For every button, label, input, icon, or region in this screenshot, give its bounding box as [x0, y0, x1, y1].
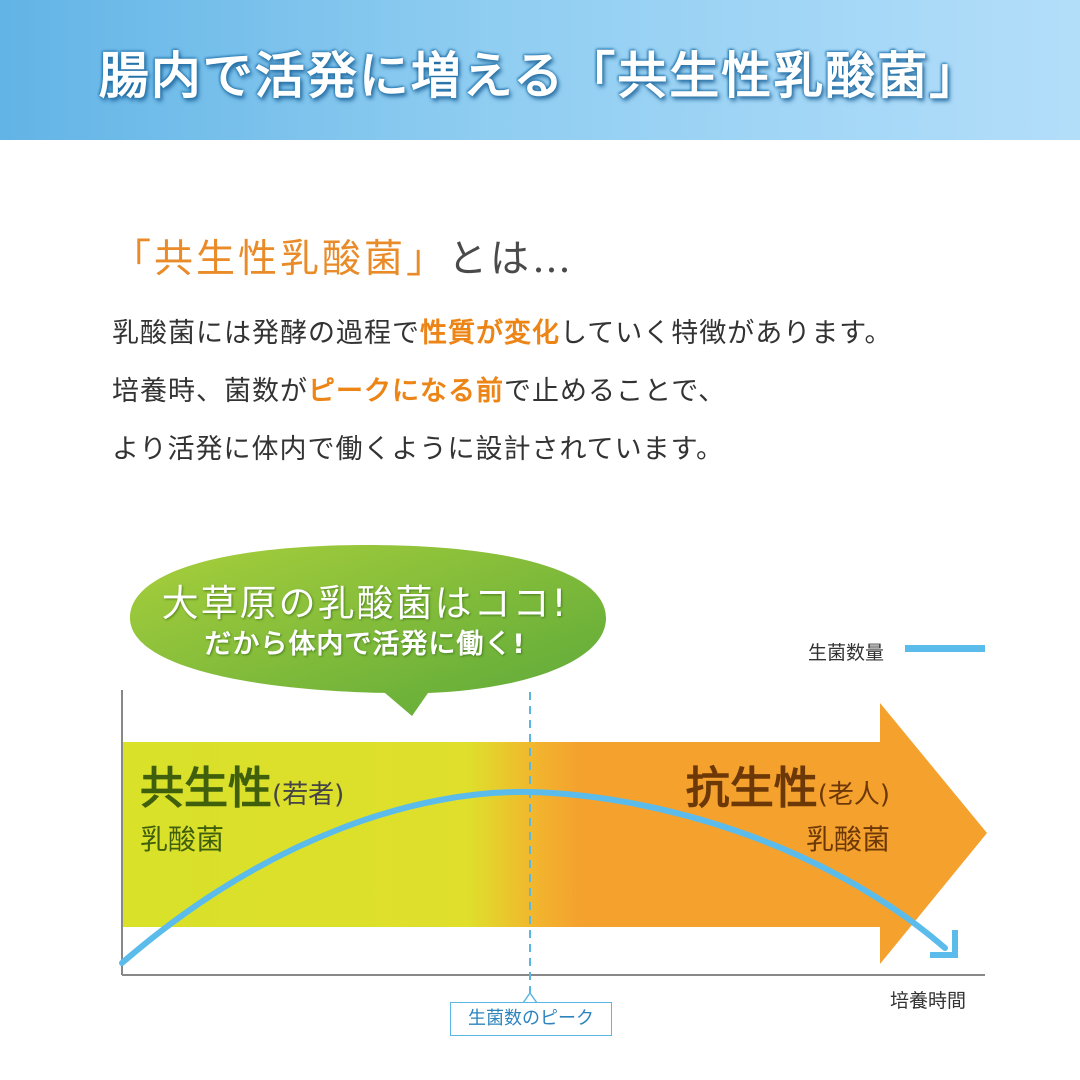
zone-note: (若者) [272, 780, 345, 810]
header-banner: 腸内で活発に増える「共生性乳酸菌」 [0, 0, 1080, 140]
text-segment: 乳酸菌には発酵の過程で [112, 318, 420, 349]
timeline-arrow-band [122, 703, 987, 964]
zone-title: 抗生性 [685, 763, 818, 814]
subhead-term: 「共生性乳酸菌」 [112, 237, 449, 282]
legend-swatch [905, 645, 985, 652]
live-bacteria-curve [119, 788, 948, 966]
zone-title: 共生性 [140, 763, 272, 814]
intro-paragraph: 乳酸菌には発酵の過程で性質が変化していく特徴があります。 培養時、菌数がピークに… [112, 305, 1042, 479]
symbiotic-zone-label: 共生性(若者) 乳酸菌 [140, 752, 344, 858]
intro-line-3: より活発に体内で働くように設計されています。 [112, 421, 1042, 479]
zone-subtitle: 乳酸菌 [140, 823, 225, 856]
intro-line-2: 培養時、菌数がピークになる前で止めることで、 [112, 363, 1042, 421]
intro-line-1: 乳酸菌には発酵の過程で性質が変化していく特徴があります。 [112, 305, 1042, 363]
highlight-text: ピークになる前 [308, 376, 504, 407]
speech-bubble [130, 545, 606, 716]
text-segment: していく特徴があります。 [560, 318, 893, 349]
zone-note: (老人) [817, 780, 890, 810]
bubble-subline: だから体内で活発に働く! [204, 629, 526, 660]
text-segment: 培養時、菌数が [112, 376, 308, 407]
lifecycle-diagram [119, 545, 987, 1004]
page-title: 腸内で活発に増える「共生性乳酸菌」 [98, 46, 982, 105]
highlight-text: 性質が変化 [420, 318, 560, 349]
peak-label-pointer [522, 991, 538, 1004]
curve-arrow-head [930, 930, 958, 958]
antibiotic-zone-label: 抗生性(老人) 乳酸菌 [686, 752, 890, 858]
peak-label: 生菌数のピーク [450, 1002, 612, 1036]
bubble-headline: 大草原の乳酸菌はココ! [161, 582, 569, 625]
section-subheading: 「共生性乳酸菌」とは… [112, 228, 574, 284]
text-segment: で止めることで、 [504, 376, 727, 407]
legend-label: 生菌数量 [808, 642, 885, 664]
x-axis-label: 培養時間 [890, 990, 967, 1012]
text-segment: より活発に体内で働くように設計されています。 [112, 434, 724, 465]
zone-subtitle: 乳酸菌 [805, 823, 890, 856]
subhead-suffix: とは… [448, 237, 575, 282]
